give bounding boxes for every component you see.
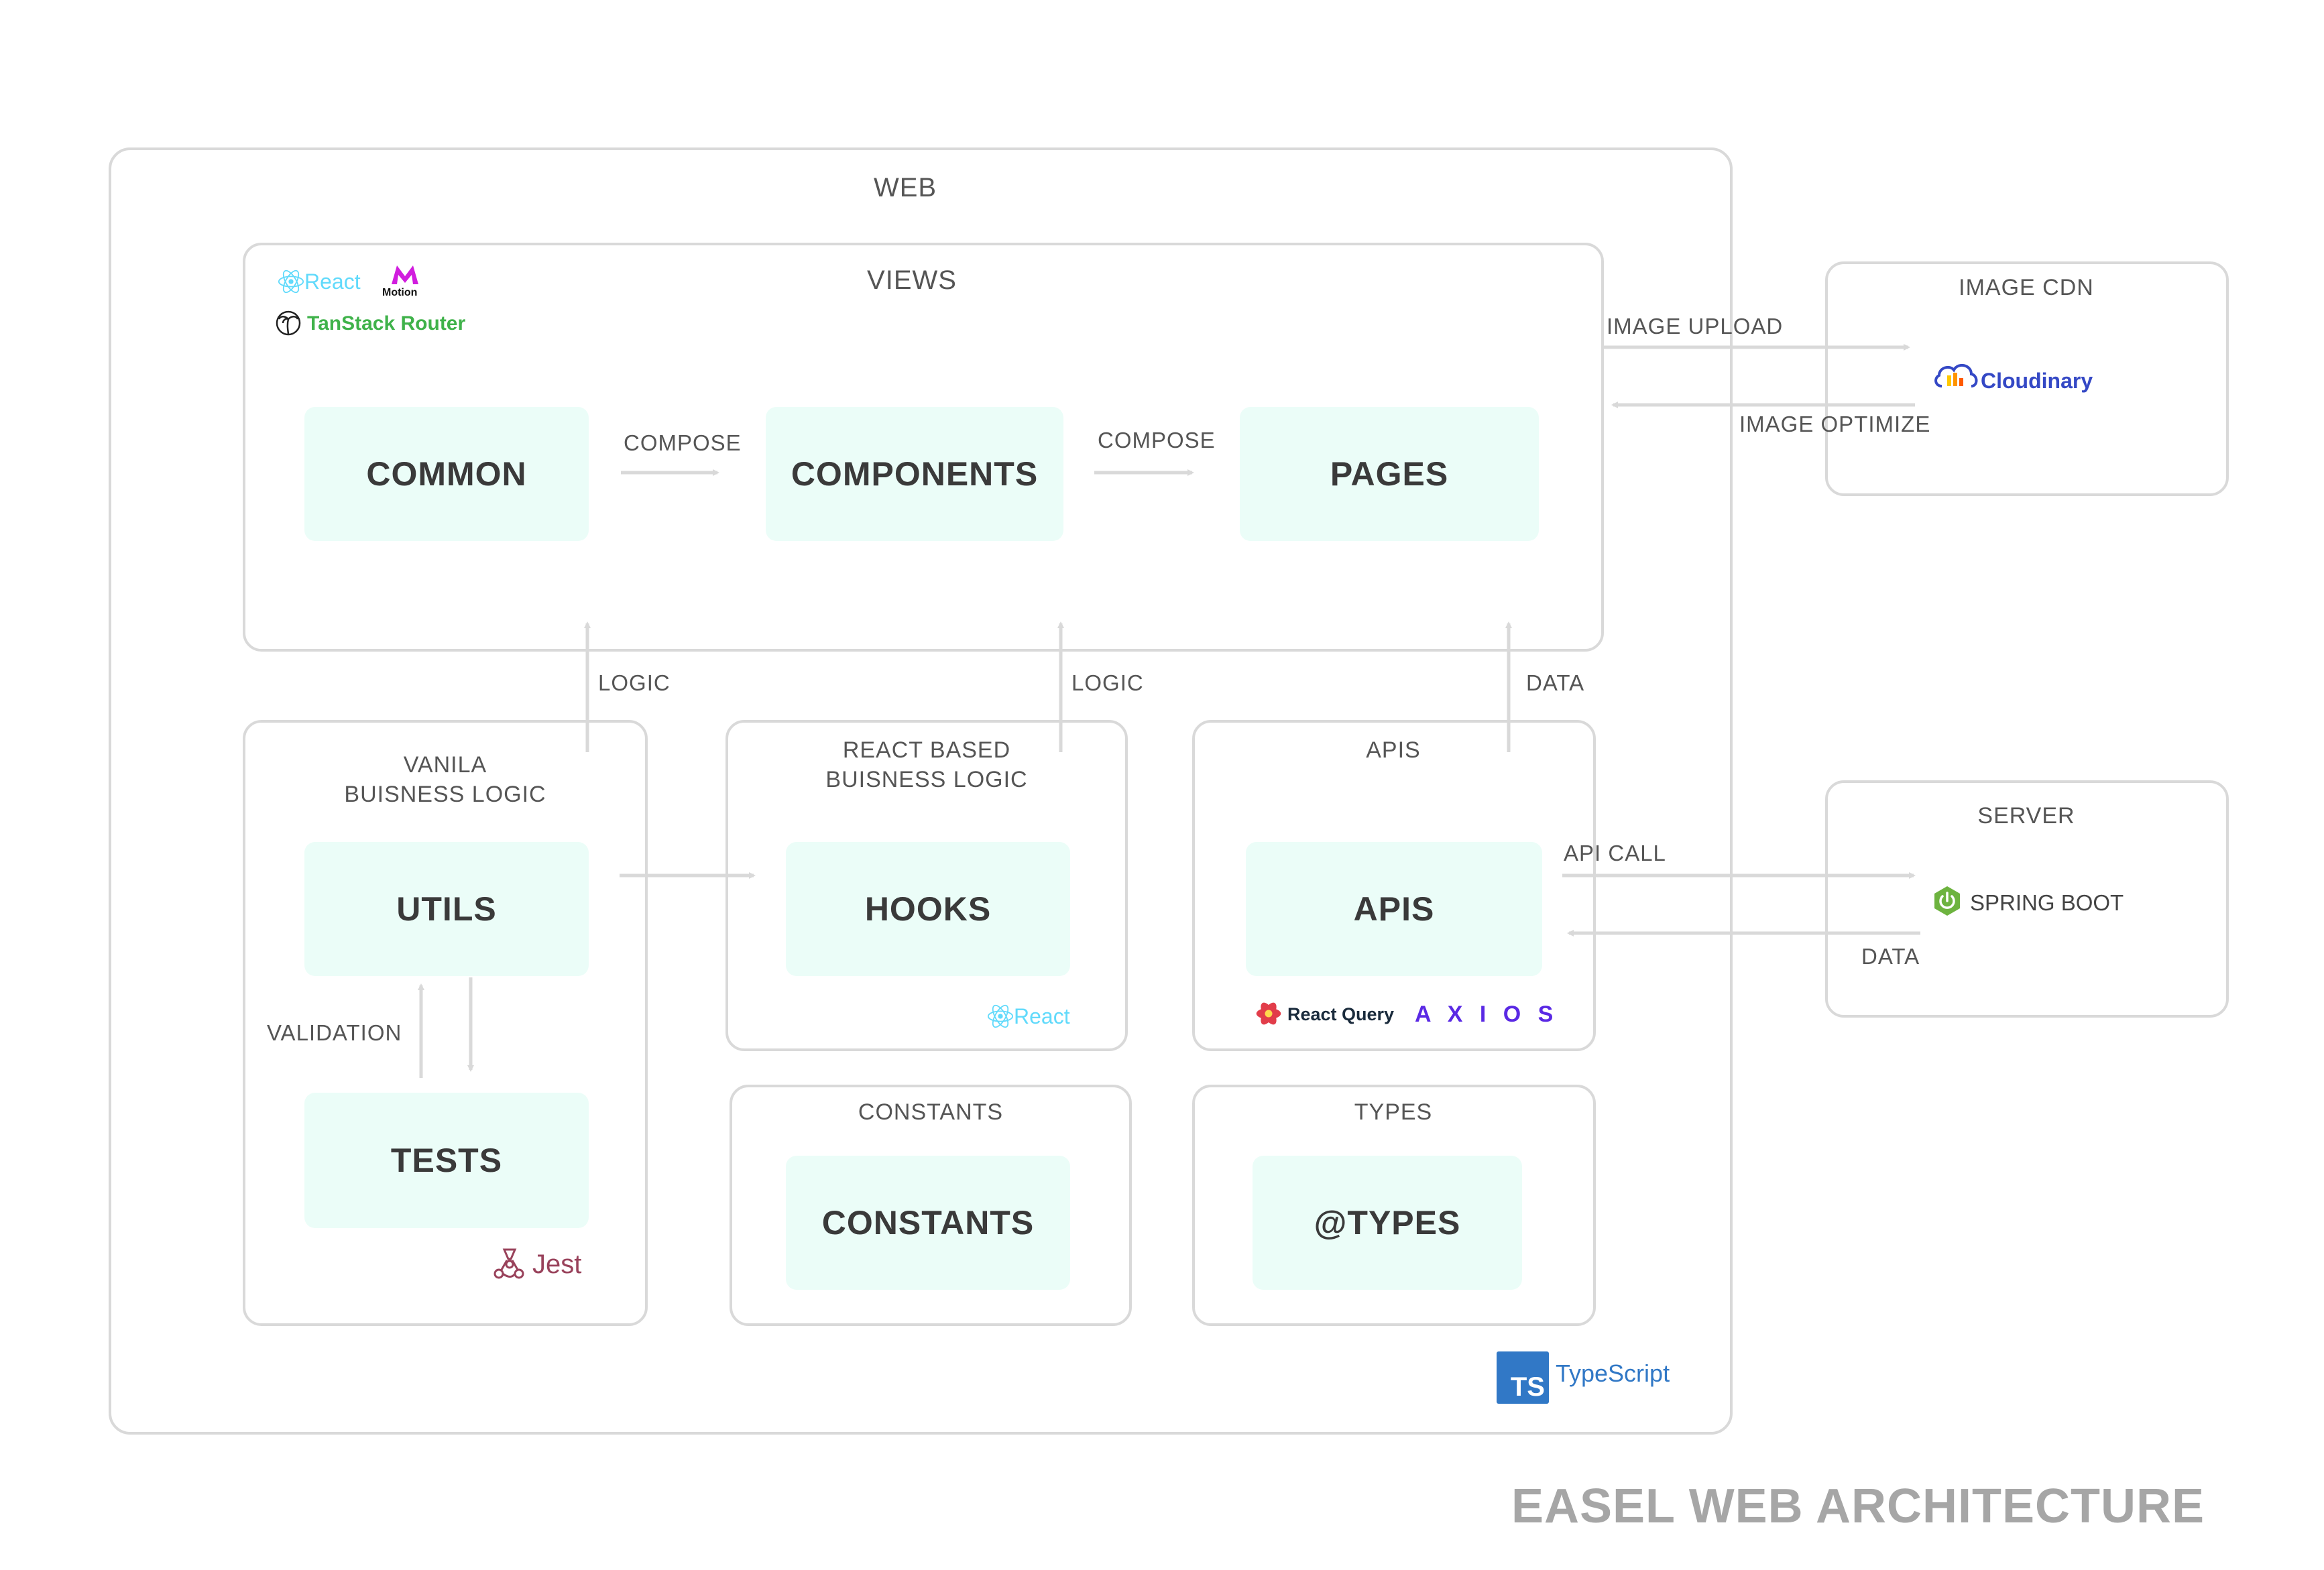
types-label: TYPES	[1354, 1099, 1433, 1125]
edge-label-api-call: API CALL	[1564, 841, 1666, 865]
motion-m-icon	[392, 265, 418, 284]
react-query-logo-text: React Query	[1287, 1004, 1395, 1024]
spring-boot-logo: SPRING BOOT	[1931, 885, 2132, 917]
axios-logo: A X I O S	[1415, 1002, 1559, 1027]
image-cdn-label: IMAGE CDN	[1959, 275, 2094, 300]
tanstack-logo-text: TanStack Router	[307, 312, 466, 335]
tile-common: COMMON	[304, 407, 589, 541]
server-container	[1825, 780, 2229, 1018]
typescript-logo-text: TypeScript	[1556, 1360, 1670, 1387]
edge-label-logic-1: LOGIC	[598, 670, 671, 695]
react-query-logo: React Query	[1254, 999, 1401, 1028]
tile-utils: UTILS	[304, 842, 589, 976]
vanilla-label-line2: BUISNESS LOGIC	[344, 782, 546, 807]
motion-logo-text: Motion	[382, 287, 418, 298]
react-logic-label-line1: REACT BASED	[842, 737, 1011, 763]
edge-label-image-upload: IMAGE UPLOAD	[1607, 314, 1784, 339]
tile-pages: PAGES	[1240, 407, 1539, 541]
jest-icon	[493, 1248, 524, 1279]
edge-label-compose-1: COMPOSE	[624, 430, 742, 455]
react-logo-text: React	[304, 269, 361, 294]
cloudinary-cloud-icon	[1934, 363, 1978, 387]
tile-tests: TESTS	[304, 1093, 589, 1228]
cloudinary-logo: Cloudinary	[1932, 359, 2107, 397]
motion-logo: Motion	[382, 264, 429, 302]
tanstack-palm-icon	[276, 310, 301, 336]
typescript-badge: TS	[1497, 1351, 1549, 1404]
diagram-title: EASEL WEB ARCHITECTURE	[1511, 1480, 2205, 1533]
react-logo-hooks: React	[986, 1003, 1093, 1030]
edge-label-data-views: DATA	[1526, 670, 1585, 695]
cloudinary-logo-text: Cloudinary	[1981, 369, 2093, 393]
typescript-logo: TS TypeScript	[1497, 1351, 1698, 1405]
vanilla-label-line1: VANILA	[403, 752, 487, 778]
typescript-badge-text: TS	[1510, 1372, 1545, 1402]
tile-hooks: HOOKS	[786, 842, 1070, 976]
tile-constants: CONSTANTS	[786, 1156, 1070, 1290]
views-label: VIEWS	[867, 265, 957, 295]
spring-boot-logo-text: SPRING BOOT	[1970, 890, 2124, 915]
tile-components: COMPONENTS	[766, 407, 1063, 541]
server-label: SERVER	[1977, 803, 2075, 829]
image-cdn-container	[1825, 261, 2229, 496]
edge-label-logic-2: LOGIC	[1071, 670, 1144, 695]
react-query-icon	[1256, 1002, 1281, 1025]
edge-label-image-optimize: IMAGE OPTIMIZE	[1739, 412, 1931, 436]
tanstack-router-logo: TanStack Router	[275, 310, 489, 338]
constants-label: CONSTANTS	[858, 1099, 1004, 1125]
react-logic-label-line2: BUISNESS LOGIC	[825, 767, 1028, 792]
react-logo-text: React	[1014, 1004, 1070, 1028]
jest-logo-text: Jest	[532, 1250, 582, 1279]
edge-label-validation: VALIDATION	[267, 1020, 402, 1045]
react-atom-icon	[278, 269, 304, 294]
edge-label-data-server: DATA	[1861, 944, 1920, 969]
tile-types: @TYPES	[1253, 1156, 1522, 1290]
react-atom-icon	[987, 1004, 1014, 1028]
jest-logo: Jest	[492, 1247, 626, 1283]
spring-power-icon	[1934, 886, 1960, 916]
edge-label-compose-2: COMPOSE	[1098, 428, 1216, 452]
react-logo: React	[276, 268, 384, 295]
apis-label: APIS	[1366, 737, 1421, 763]
tile-apis: APIS	[1246, 842, 1542, 976]
web-label: WEB	[873, 173, 937, 202]
